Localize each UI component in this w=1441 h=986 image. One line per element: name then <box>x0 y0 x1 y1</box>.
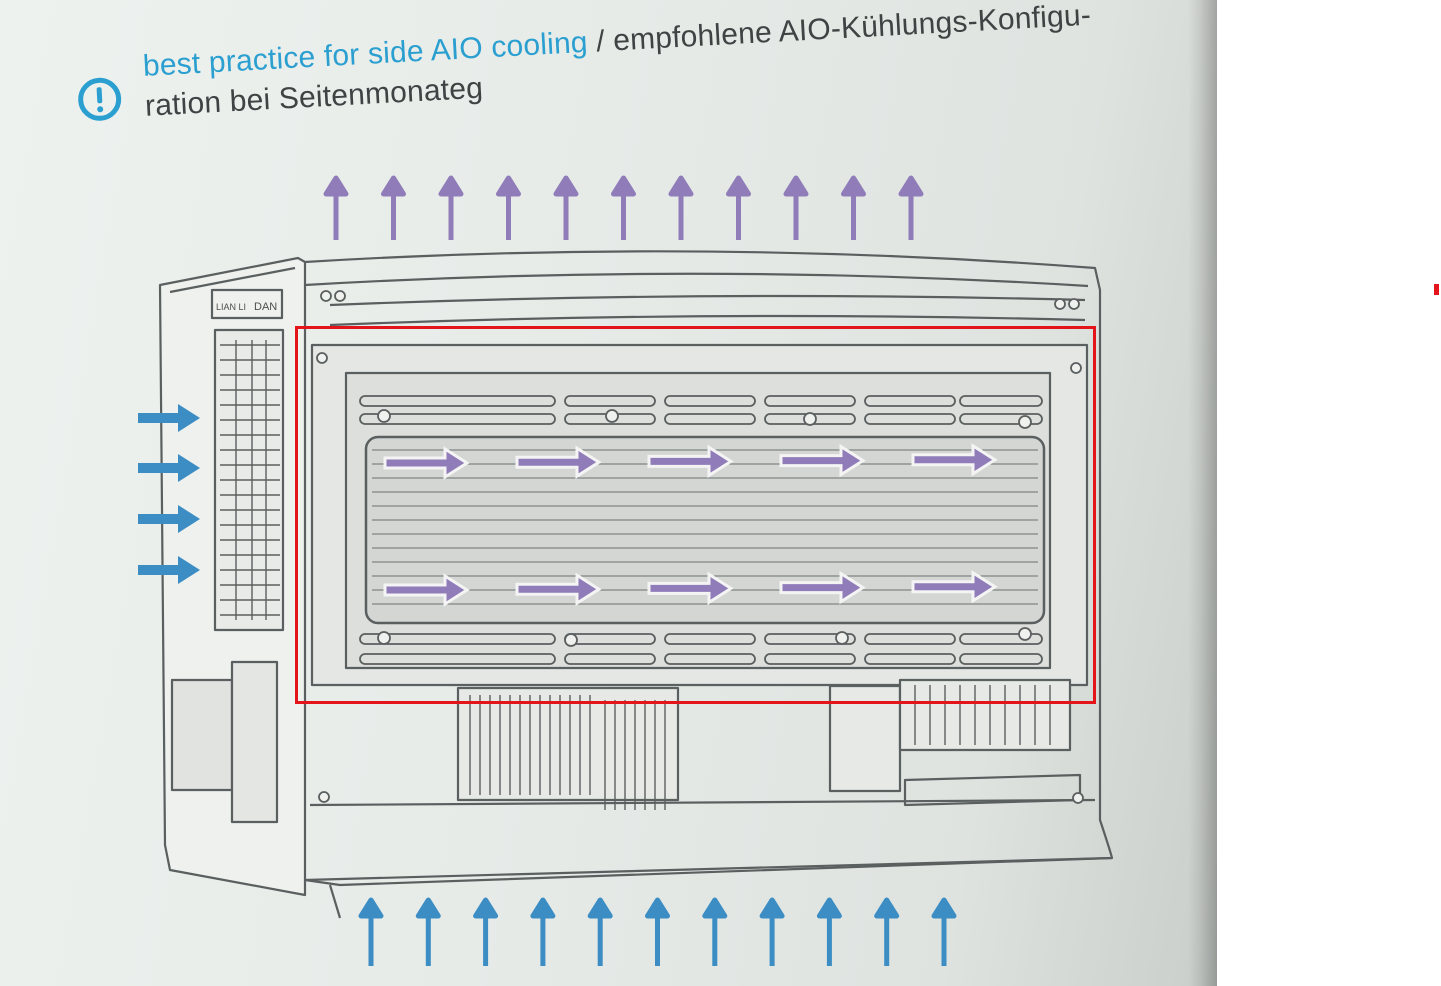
radiator-flow-arrow <box>911 443 998 477</box>
intake-arrow <box>816 897 842 966</box>
case-logo-label: DAN <box>254 301 277 313</box>
radiator-flow-arrow <box>647 444 734 479</box>
radiator-flow-arrow <box>515 572 602 606</box>
intake-arrow-left <box>138 454 200 482</box>
exhaust-arrow <box>898 175 924 240</box>
exhaust-arrow <box>783 175 809 240</box>
io-brand-label: LIAN LI <box>216 302 246 312</box>
intake-arrow <box>415 897 441 966</box>
radiator-flow-arrows <box>383 443 998 607</box>
exhaust-arrow <box>438 175 464 240</box>
heading: best practice for side AIO cooling / emp… <box>66 0 1181 134</box>
intake-arrow <box>759 897 785 966</box>
psu-fins <box>469 685 1051 810</box>
intake-arrow-left <box>138 556 200 584</box>
exhaust-arrow <box>668 175 694 240</box>
radiator-flow-arrow <box>383 446 470 480</box>
exhaust-arrow <box>611 175 636 240</box>
intake-arrow <box>587 897 613 966</box>
intake-arrow <box>931 897 957 966</box>
intake-arrow-left <box>138 505 200 533</box>
exhaust-arrow <box>323 175 349 240</box>
radiator-flow-arrow <box>383 573 470 607</box>
info-exclamation-icon <box>78 77 122 121</box>
exhaust-arrow <box>381 175 406 240</box>
radiator-flow-arrow <box>779 443 866 478</box>
radiator-flow-arrow <box>647 571 734 606</box>
book-spine-shadow <box>1188 0 1217 986</box>
intake-arrow <box>645 897 670 966</box>
radiator-flow-arrow <box>779 570 866 605</box>
intake-arrow <box>530 897 556 966</box>
exhaust-arrow <box>553 175 579 240</box>
red-marker <box>1434 284 1439 295</box>
manual-page-photo: best practice for side AIO cooling / emp… <box>0 0 1217 986</box>
highlight-box <box>295 326 1096 704</box>
exhaust-arrow <box>496 175 521 240</box>
case-diagram: LIAN LI DAN <box>138 175 1114 966</box>
exhaust-arrows-top <box>323 175 924 240</box>
intake-arrow <box>702 897 728 966</box>
intake-arrow <box>473 897 499 966</box>
intake-arrow <box>874 897 900 966</box>
intake-arrows-bottom <box>358 897 957 966</box>
radiator-flow-arrow <box>515 445 602 479</box>
radiator-flow-arrow <box>911 570 998 604</box>
intake-arrows-left <box>138 404 200 584</box>
intake-arrow-left <box>138 404 200 432</box>
screws <box>316 290 1084 804</box>
rear-io-grid <box>220 340 280 620</box>
intake-arrow <box>358 897 384 966</box>
exhaust-arrow <box>841 175 866 240</box>
exhaust-arrow <box>726 175 751 240</box>
